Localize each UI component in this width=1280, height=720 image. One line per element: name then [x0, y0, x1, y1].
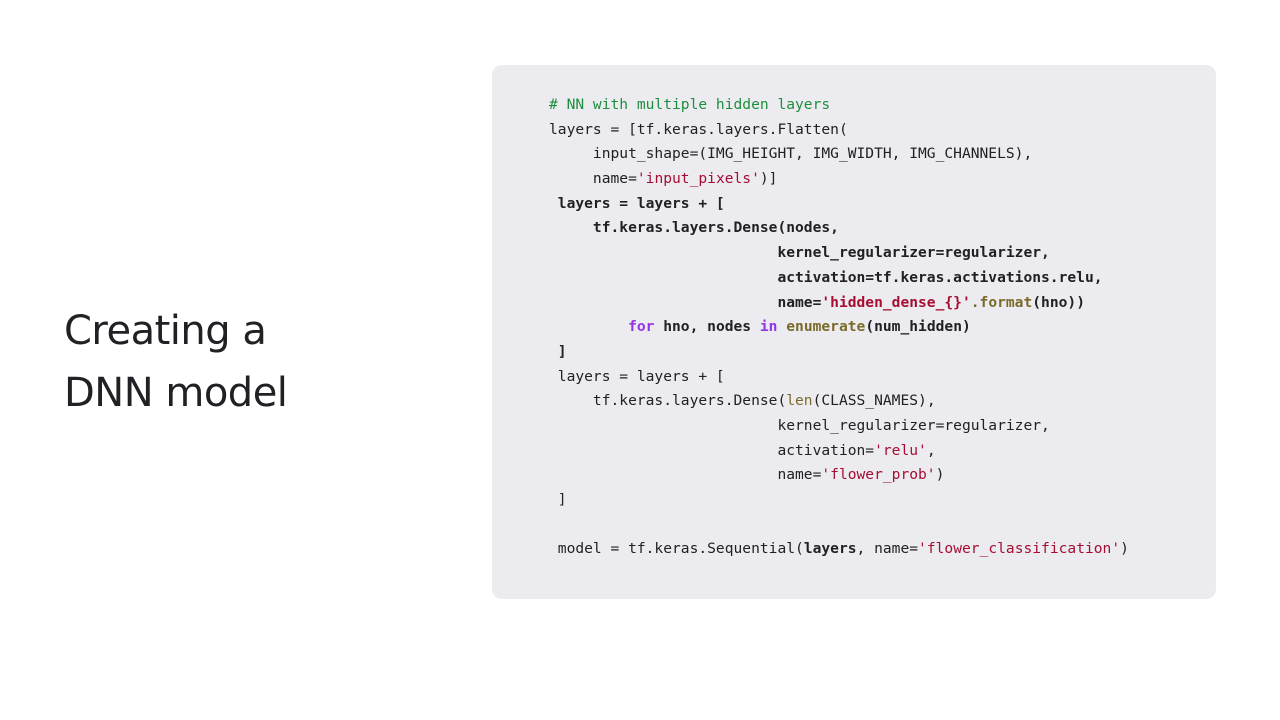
code-line-17: ]	[549, 491, 567, 508]
code-string: 'input_pixels'	[636, 170, 760, 188]
code-line-8: activation=tf.keras.activations.relu,	[549, 268, 1103, 286]
code-comment: # NN with multiple hidden layers	[549, 96, 831, 113]
code-token: hno, nodes	[654, 318, 760, 336]
code-line-9: name='hidden_dense_{}'.format(hno))	[549, 291, 1129, 316]
code-token: name=	[549, 293, 822, 311]
code-line-4: name='input_pixels')]	[549, 167, 1129, 192]
code-line-19: model = tf.keras.Sequential(layers, name…	[549, 537, 1129, 562]
code-method: .format	[970, 293, 1033, 311]
code-string: 'flower_prob'	[821, 466, 936, 484]
code-token: ,	[926, 441, 936, 459]
slide-title-line-1: Creating a	[64, 308, 267, 354]
code-token: (CLASS_NAMES),	[812, 392, 936, 410]
code-token: name=	[549, 170, 637, 188]
code-line-13: tf.keras.layers.Dense(len(CLASS_NAMES),	[549, 389, 1129, 414]
code-token: name=	[549, 466, 822, 484]
code-token: , name=	[856, 540, 919, 558]
code-line-18	[549, 513, 1129, 538]
code-keyword: in	[759, 318, 778, 336]
code-line-3: input_shape=(IMG_HEIGHT, IMG_WIDTH, IMG_…	[549, 145, 1033, 163]
code-string: 'flower_classification'	[918, 540, 1121, 558]
code-block: # NN with multiple hidden layers layers =…	[549, 93, 1129, 562]
code-token: )]	[759, 170, 778, 188]
code-token: )	[1120, 540, 1129, 558]
code-line-7: kernel_regularizer=regularizer,	[549, 244, 1050, 262]
code-token: (num_hidden)	[865, 318, 971, 336]
code-line-15: activation='relu',	[549, 439, 1129, 464]
code-token: activation=	[549, 441, 875, 459]
code-token: )	[935, 466, 945, 484]
code-builtin: enumerate	[786, 318, 866, 336]
code-line-2: layers = [tf.keras.layers.Flatten(	[549, 120, 848, 138]
code-line-11: ]	[549, 342, 567, 360]
code-line-14: kernel_regularizer=regularizer,	[549, 416, 1050, 434]
code-line-16: name='flower_prob')	[549, 463, 1129, 488]
code-token: tf.keras.layers.Dense(	[549, 392, 787, 410]
code-token: (hno))	[1032, 293, 1085, 311]
code-panel: # NN with multiple hidden layers layers =…	[492, 65, 1216, 599]
code-line-12: layers = layers + [	[549, 367, 725, 385]
code-token: model = tf.keras.Sequential(	[549, 540, 804, 558]
code-string: 'relu'	[874, 441, 927, 459]
code-keyword: for	[628, 318, 655, 336]
code-string: 'hidden_dense_{}'	[821, 293, 971, 311]
code-space	[777, 318, 786, 335]
code-line-10: for hno, nodes in enumerate(num_hidden)	[549, 315, 1129, 340]
code-indent	[549, 318, 628, 335]
code-line-5: layers = layers + [	[549, 194, 725, 212]
slide-title-line-2: DNN model	[64, 370, 288, 416]
code-token-bold: layers	[803, 540, 857, 558]
slide-title: Creating a DNN model	[64, 300, 444, 424]
code-builtin: len	[786, 392, 813, 410]
code-line-6: tf.keras.layers.Dense(nodes,	[549, 219, 839, 237]
